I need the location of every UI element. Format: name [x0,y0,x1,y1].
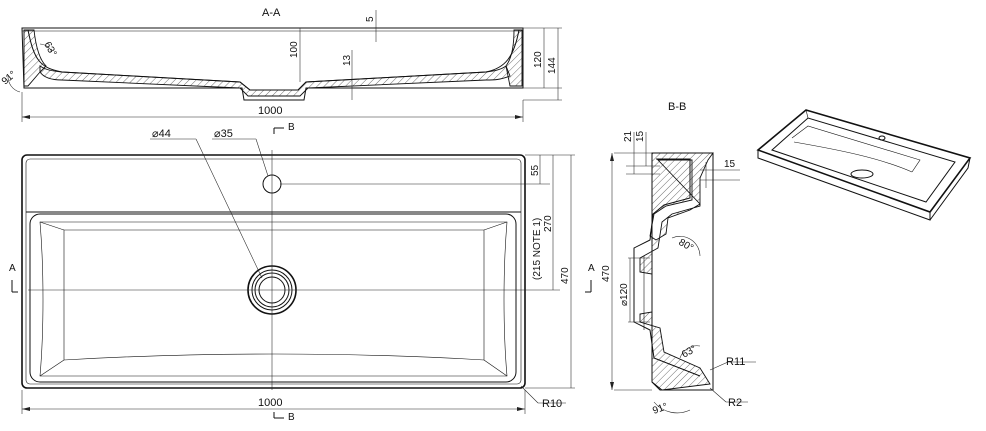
plan-outer-edge [21,154,526,389]
plan-length-label: 1000 [258,397,282,409]
section-bb-r11-label: R11 [726,356,745,368]
section-aa-left-wall-hatch [23,29,47,87]
section-bb-angle-80-label: 80° [677,237,696,254]
dim-215-note-label: (215 NOTE 1) [532,218,543,280]
section-bb-21-label: 21 [623,130,634,142]
section-aa-depth-label: 100 [289,41,300,58]
section-aa-angle-63-label: 63° [41,40,58,59]
section-marker-b-top: B [288,122,295,133]
dim-55-label: 55 [530,164,541,176]
section-marker-a-left: A [9,263,16,274]
plan-inner-edge [25,158,522,385]
section-aa-length-label: 1000 [258,105,282,117]
section-bb-15-top-label: 15 [635,130,646,142]
corner-radius-label: R10 [542,398,562,410]
section-marker-a-right: A [588,263,595,274]
section-bb-15-right-label: 15 [724,159,736,170]
iso-basin-rim [771,117,956,203]
section-bb-profile-hatch [639,152,714,391]
plan-view: B ⌀44 ⌀35 [9,122,595,423]
section-aa-view: A-A 100 5 13 120 144 63° 91° [0,7,562,122]
section-aa-title: A-A [262,7,281,19]
plan-basin-top [29,213,517,383]
section-bb-view: B-B 470 21 15 15 ⌀120 80° 63° 91° [601,101,756,417]
dim-470-label: 470 [560,267,571,284]
section-aa-right-wall-hatch [505,29,523,87]
section-aa-outline [21,27,524,101]
plan-basin-bowl [39,221,508,377]
section-bb-title: B-B [668,101,686,113]
section-bb-470-label: 470 [601,265,612,282]
section-aa-floor-label: 13 [342,54,353,66]
section-aa-angle-91-label: 91° [0,69,19,87]
section-aa-height-144-label: 144 [547,57,558,74]
dim-270-label: 270 [543,215,554,232]
iso-drain [850,169,874,179]
section-bb-drain-label: ⌀120 [619,283,630,306]
section-aa-wall-top-label: 5 [365,16,376,22]
section-bb-r2-label: R2 [728,397,742,409]
tap-hole-diameter-label: ⌀35 [214,128,233,140]
section-marker-b-bottom: B [288,412,295,423]
section-bb-angle-63-label: 63° [680,344,699,361]
isometric-view [756,109,972,221]
drain-diameter-label: ⌀44 [152,128,171,140]
section-bb-angle-91-label: 91° [651,401,669,417]
section-aa-height-120-label: 120 [533,51,544,68]
iso-tap-hole [878,135,886,141]
section-aa-floor-hatch [39,65,511,97]
